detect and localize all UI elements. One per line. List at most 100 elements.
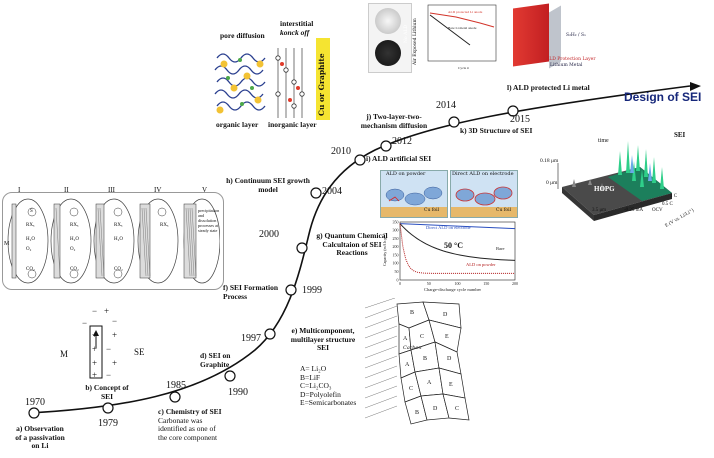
- svg-text:E: E: [445, 334, 449, 340]
- year-1999: 1999: [302, 285, 322, 296]
- year-1990: 1990: [228, 387, 248, 398]
- diffusion-drawing: [214, 48, 305, 118]
- stage-co2-2: CO₂: [70, 267, 79, 272]
- milestone-node-2004: [310, 187, 322, 199]
- label-direct-ald: Direct ALD on electrode: [452, 171, 514, 177]
- label-organic-layer: organic layer: [216, 120, 259, 129]
- series-direct-ald: [399, 223, 516, 230]
- capacity-ytick: 200: [393, 244, 399, 249]
- stage-rx-4: RXₓ: [160, 223, 169, 228]
- stage-label-1: I: [18, 186, 21, 194]
- year-2000: 2000: [259, 229, 279, 240]
- svg-text:−: −: [106, 344, 111, 354]
- capacity-ytick: 100: [393, 261, 399, 266]
- capacity-xlabel: Charge-discharge cycle number: [424, 287, 482, 292]
- label-ald-powder: ALD on powder: [386, 171, 426, 177]
- afm-label-hopg: HOPG: [594, 185, 615, 193]
- capacity-label-temp: 50 °C: [444, 241, 463, 250]
- cu-graphite-bar: Cu or Graphite: [316, 38, 330, 120]
- ald-direct-schematic: [450, 170, 518, 218]
- milestone-node-1979: [102, 402, 114, 414]
- series-ald-protected: [429, 12, 495, 28]
- afm-x: 3.5 μm: [592, 208, 607, 213]
- capacity-ytick: 50: [395, 269, 399, 274]
- afm-panel: SEI time HOPG 0.18 μm 0 μm 3.5 μm -0.25 …: [540, 127, 710, 229]
- legend-e-b: B=LiF: [300, 372, 321, 382]
- milestone-node-2000: [296, 242, 308, 254]
- capacity-label-direct: Direct ALD on electrode: [426, 225, 471, 230]
- afm-v3: 1 C: [670, 194, 678, 199]
- ald-li-panel: Air Exposed Lithium No ALD ALD protected…: [368, 3, 596, 73]
- label-ald-layer: ALD Protection Layer: [546, 57, 596, 62]
- svg-text:−: −: [112, 316, 117, 326]
- svg-text:C: C: [409, 386, 413, 392]
- svg-text:−: −: [106, 370, 111, 380]
- stage-h2o-3: H₂O: [114, 237, 123, 242]
- series-bare: [399, 223, 516, 261]
- chart-label-ald: ALD protected Li anode: [448, 10, 483, 14]
- concept-se: SE: [134, 347, 145, 357]
- stage-label-5: V: [202, 186, 208, 194]
- capacity-ytick: 250: [393, 236, 399, 241]
- capacity-xtick: 100: [455, 281, 461, 286]
- milestone-node-1970: [28, 407, 40, 419]
- svg-text:B: B: [410, 310, 414, 316]
- svg-text:+: +: [104, 306, 109, 316]
- svg-text:+: +: [92, 358, 97, 368]
- year-2014: 2014: [436, 100, 456, 111]
- stage-rx-3: RXₓ: [114, 223, 123, 228]
- page-title: Design of SEI: [624, 90, 702, 104]
- ald-electrode-panel: ALD on powder Cu foil Direct ALD on elec…: [380, 170, 518, 218]
- svg-text:−: −: [82, 318, 87, 328]
- year-2012: 2012: [392, 136, 412, 147]
- milestone-l: l) ALD protected Li metal: [507, 83, 590, 92]
- legend-e-d: D=Polyolefin: [300, 389, 341, 399]
- afm-label-sei: SEI: [674, 131, 686, 139]
- milestone-node-1990: [224, 370, 236, 382]
- stage-m: M: [4, 241, 10, 247]
- svg-text:B: B: [423, 356, 427, 362]
- concept-panel: M SE −+ −− ++ +− ++ +−: [60, 304, 160, 380]
- legend-e: A= Li₂O B=LiF C=Li₂CO₃ D=Polyolefin E=Se…: [300, 364, 372, 408]
- stage-co2-1: CO₂: [26, 267, 35, 272]
- concept-drawing: −+ −− ++ +− ++ +−: [82, 306, 117, 380]
- label-noald: No ALD: [404, 25, 409, 43]
- capacity-xtick: 50: [427, 281, 431, 286]
- label-lithium-metal: Lithium Metal: [550, 63, 583, 68]
- milestone-node-1999: [285, 284, 297, 296]
- milestone-node-2015: [507, 105, 519, 117]
- capacity-label-bare: Bare: [496, 246, 505, 251]
- legend-e-a: A= Li₂O: [300, 364, 327, 373]
- mosaic-carbon-label: Carbon: [403, 345, 422, 351]
- label-species: S₂H₂ / Sₓ: [566, 33, 586, 38]
- ald-li-cycle-chart: ALD protected Li anode Bare Li metal ano…: [427, 4, 497, 70]
- legend-e-c: C=Li₂CO₃: [300, 381, 332, 390]
- stage-o2-2: O₂: [70, 247, 76, 252]
- capacity-ytick: 0: [397, 277, 399, 282]
- concept-m: M: [60, 349, 69, 359]
- label-cu-graphite: Cu or Graphite: [317, 53, 326, 116]
- capacity-xtick: 150: [483, 281, 489, 286]
- capacity-ytick: 150: [393, 252, 399, 257]
- milestone-node-1985: [169, 391, 181, 403]
- svg-text:+: +: [112, 358, 117, 368]
- label-cu-foil-2: Cu foil: [496, 208, 512, 213]
- year-1985: 1985: [166, 380, 186, 391]
- milestone-node-2010: [354, 154, 366, 166]
- stage-label-2: II: [64, 186, 69, 194]
- milestone-k: k) 3D Structure of SEI: [460, 126, 533, 135]
- stages-frame: [2, 192, 224, 290]
- ald-protection-block: [513, 3, 549, 67]
- afm-v2: OCV: [652, 208, 663, 213]
- stage-rx-2: RXₓ: [70, 223, 79, 228]
- series-bare-li: [429, 14, 471, 46]
- svg-text:B: B: [415, 410, 419, 416]
